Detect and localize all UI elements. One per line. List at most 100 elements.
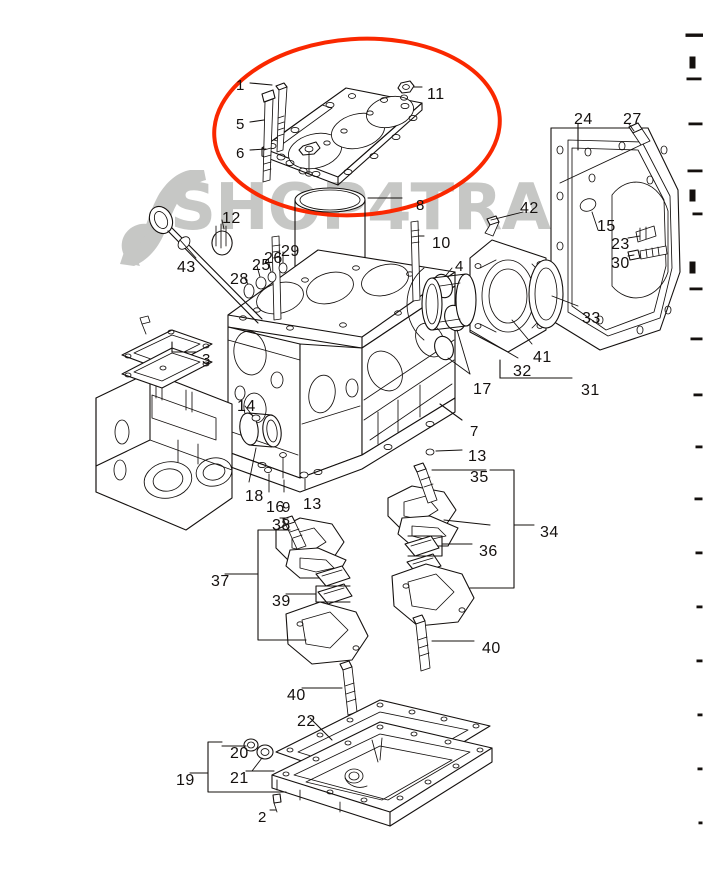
callout-flywheel-housing-gasket: 15 xyxy=(597,218,616,235)
dowel-14 xyxy=(251,414,261,422)
callout-flywheel-housing-plate: 24 xyxy=(574,111,593,128)
leader-23 xyxy=(627,235,641,239)
callout-o-ring: 26 xyxy=(264,250,283,267)
bracket-39 xyxy=(285,585,351,603)
leader-31 xyxy=(499,359,573,379)
rear-seal-group xyxy=(406,215,564,353)
head-bolt-long xyxy=(261,89,276,183)
callout-rear-housing-assembly: 31 xyxy=(581,382,600,399)
leader-22 xyxy=(309,717,333,741)
callout-main-bearing-assembly-rear: 34 xyxy=(540,524,559,541)
leader-28 xyxy=(243,276,249,285)
callout-washer: 25 xyxy=(252,257,271,274)
callout-dipstick-tube-grommet: 12 xyxy=(222,210,241,227)
callout-core-plug-set: 17 xyxy=(473,381,492,398)
dipstick-grommet xyxy=(211,223,233,256)
callout-dowel-pin: 23 xyxy=(611,236,630,253)
leader-12 xyxy=(221,219,225,230)
callout-dowel-pin: 14 xyxy=(237,398,256,415)
callout-drain-plug: 21 xyxy=(230,770,249,787)
callout-plug: 28 xyxy=(230,271,249,288)
callout-rear-seal-retainer: 41 xyxy=(533,349,552,366)
leader-3 xyxy=(171,341,197,353)
highlight-leaders xyxy=(249,82,423,151)
callout-cylinder-head-gasket: 6 xyxy=(236,145,245,162)
callout-main-bearing-shell-pair: 36 xyxy=(479,543,498,560)
callout-nut: 11 xyxy=(427,86,445,103)
callout-bolt: 2 xyxy=(258,809,267,826)
leader-33 xyxy=(551,295,579,307)
plug-set xyxy=(243,262,288,299)
callout-stud-bolt: 10 xyxy=(432,235,451,252)
oil-pan xyxy=(271,721,493,827)
leader-34-mid xyxy=(443,519,491,526)
bracket-34 xyxy=(469,469,515,589)
nut-11 xyxy=(397,80,415,94)
bolt-27 xyxy=(628,122,651,146)
callout-bearing-sleeve: 32 xyxy=(513,363,532,380)
callout-main-bearing-assembly-front: 37 xyxy=(211,573,230,590)
callout-cylinder-block: 7 xyxy=(470,423,479,440)
callout-drain-plug-washer: 20 xyxy=(230,745,249,762)
camshaft-bushing xyxy=(239,412,282,448)
leader-13b xyxy=(435,449,463,452)
leader-7 xyxy=(439,403,463,421)
leader-26 xyxy=(267,258,272,273)
leader-43 xyxy=(179,239,197,259)
callout-plug: 13 xyxy=(468,448,487,465)
leader-30 xyxy=(627,254,635,257)
bolt-40-left xyxy=(339,660,358,716)
callout-main-bearing-bolt: 40 xyxy=(482,640,501,657)
callout-cylinder-liner-sleeve: 8 xyxy=(416,197,425,214)
callout-side-cover-with-gasket: 3 xyxy=(202,351,211,368)
bolt-2 xyxy=(272,793,282,813)
callout-bolt: 9 xyxy=(282,499,291,516)
callout-main-bearing-cap-rear: 35 xyxy=(470,469,489,486)
callout-oil-pan-gasket: 22 xyxy=(297,713,316,730)
side-cover xyxy=(121,315,213,389)
callout-main-bearing-cap-bolt: 38 xyxy=(272,517,291,534)
bracket-36 xyxy=(407,535,473,557)
leader-18 xyxy=(248,447,257,483)
small-fastener-set xyxy=(264,452,309,479)
dipstick xyxy=(148,205,263,324)
leader-32 xyxy=(469,329,519,359)
flywheel-housing xyxy=(550,127,681,351)
callout-bolt: 27 xyxy=(623,111,642,128)
drain-plug-parts xyxy=(243,738,274,760)
bracket-37 xyxy=(257,529,307,641)
bearing-set-rear xyxy=(387,462,475,627)
page-edge-marks xyxy=(685,33,703,825)
callout-oil-level-dipstick: 43 xyxy=(177,259,196,276)
leader-21-hook xyxy=(251,757,263,772)
bolt-40-right xyxy=(412,614,431,672)
callout-main-bearing-bolt: 40 xyxy=(287,687,306,704)
callout-bolt: 30 xyxy=(611,255,630,272)
callout-core-plug: 4 xyxy=(455,258,464,275)
highlight-ellipse xyxy=(212,36,502,218)
callout-bolt: 42 xyxy=(520,200,539,217)
callout-camshaft-bushing: 18 xyxy=(245,488,264,505)
timing-gear-case xyxy=(95,371,233,531)
bracket-19 xyxy=(207,741,287,793)
callout-oil-pan-assembly: 19 xyxy=(176,772,195,789)
callout-plug: 13 xyxy=(303,496,322,513)
plug-13 xyxy=(425,448,435,456)
callout-washer: 16 xyxy=(266,499,285,516)
callout-main-bearing-shell-pair: 39 xyxy=(272,593,291,610)
block-studs xyxy=(271,220,421,321)
leader-14 xyxy=(244,405,253,416)
leader-42 xyxy=(490,211,524,221)
bearing-set-front xyxy=(275,515,369,665)
head-bolt-short xyxy=(275,82,288,153)
center-stud xyxy=(298,141,321,177)
head-gasket-group xyxy=(261,80,423,186)
callout-rear-oil-seal: 33 xyxy=(582,310,601,327)
callout-cylinder-head-bolt-short: 1 xyxy=(236,77,245,94)
callout-cylinder-head-bolt-long: 5 xyxy=(236,116,245,133)
leader-15 xyxy=(591,211,599,231)
callout-dowel-pin: 29 xyxy=(281,243,300,260)
leader-41 xyxy=(511,319,533,345)
